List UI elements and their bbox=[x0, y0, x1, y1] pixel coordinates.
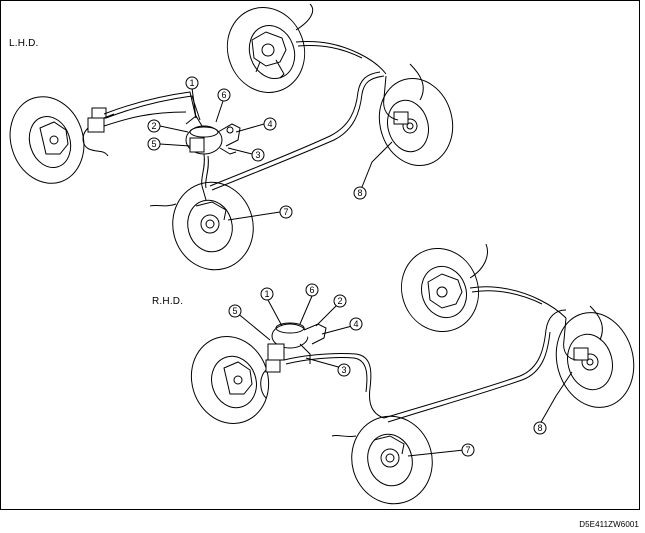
svg-text:7: 7 bbox=[465, 445, 470, 455]
lhd-callout-1: 1 bbox=[185, 76, 199, 90]
svg-text:7: 7 bbox=[283, 207, 288, 217]
lhd-rear-right-wheel bbox=[378, 77, 454, 167]
rhd-brake-pipes bbox=[260, 243, 603, 438]
diagram-frame bbox=[0, 0, 640, 510]
lhd-layout: 1 2 3 4 5 bbox=[9, 3, 454, 271]
lhd-rear-left-wheel bbox=[226, 7, 306, 93]
rhd-front-left-wheel bbox=[190, 336, 270, 424]
svg-text:5: 5 bbox=[151, 139, 156, 149]
rhd-callout-6: 6 bbox=[305, 283, 319, 297]
svg-text:6: 6 bbox=[221, 90, 226, 100]
rhd-section-label: R.H.D. bbox=[152, 296, 184, 307]
rhd-callout-8: 8 bbox=[533, 421, 547, 435]
svg-text:4: 4 bbox=[353, 319, 358, 329]
lhd-callout-6: 6 bbox=[217, 88, 231, 102]
rhd-callout-4: 4 bbox=[349, 317, 363, 331]
lhd-callout-5: 5 bbox=[147, 137, 161, 151]
rhd-callout-3: 3 bbox=[337, 363, 351, 377]
lhd-callout-8: 8 bbox=[353, 186, 367, 200]
svg-text:2: 2 bbox=[151, 121, 156, 131]
svg-text:3: 3 bbox=[255, 150, 260, 160]
lhd-brake-pipes bbox=[82, 3, 424, 207]
svg-text:6: 6 bbox=[309, 285, 314, 295]
rhd-callout-7: 7 bbox=[461, 443, 475, 457]
lhd-callout-4: 4 bbox=[263, 117, 277, 131]
rhd-callout-2: 2 bbox=[333, 294, 347, 308]
rhd-rear-right-wheel bbox=[555, 312, 635, 408]
lhd-callouts: 1 2 3 4 5 bbox=[147, 76, 393, 221]
svg-text:4: 4 bbox=[267, 119, 272, 129]
rhd-callouts: 1 2 3 4 5 bbox=[228, 283, 573, 457]
svg-text:3: 3 bbox=[341, 365, 346, 375]
lhd-section-label: L.H.D. bbox=[9, 38, 39, 49]
svg-text:5: 5 bbox=[232, 306, 237, 316]
lhd-callout-2: 2 bbox=[147, 119, 161, 133]
svg-text:2: 2 bbox=[337, 296, 342, 306]
rhd-front-right-wheel bbox=[351, 415, 433, 505]
svg-text:8: 8 bbox=[357, 188, 362, 198]
document-code: D5E411ZW6001 bbox=[579, 520, 639, 529]
rhd-rear-left-wheel bbox=[401, 247, 479, 333]
svg-text:1: 1 bbox=[189, 78, 194, 88]
rhd-hydraulic-unit bbox=[265, 322, 327, 373]
lhd-callout-3: 3 bbox=[251, 148, 265, 162]
lhd-callout-7: 7 bbox=[279, 205, 293, 219]
svg-text:1: 1 bbox=[264, 289, 269, 299]
rhd-layout: 1 2 3 4 5 bbox=[190, 243, 635, 505]
lhd-front-left-wheel bbox=[9, 96, 85, 184]
svg-text:8: 8 bbox=[537, 423, 542, 433]
rhd-callout-1: 1 bbox=[260, 287, 274, 301]
lhd-front-right-wheel bbox=[172, 181, 254, 271]
rhd-callout-5: 5 bbox=[228, 304, 242, 318]
lhd-hydraulic-unit bbox=[185, 115, 241, 155]
